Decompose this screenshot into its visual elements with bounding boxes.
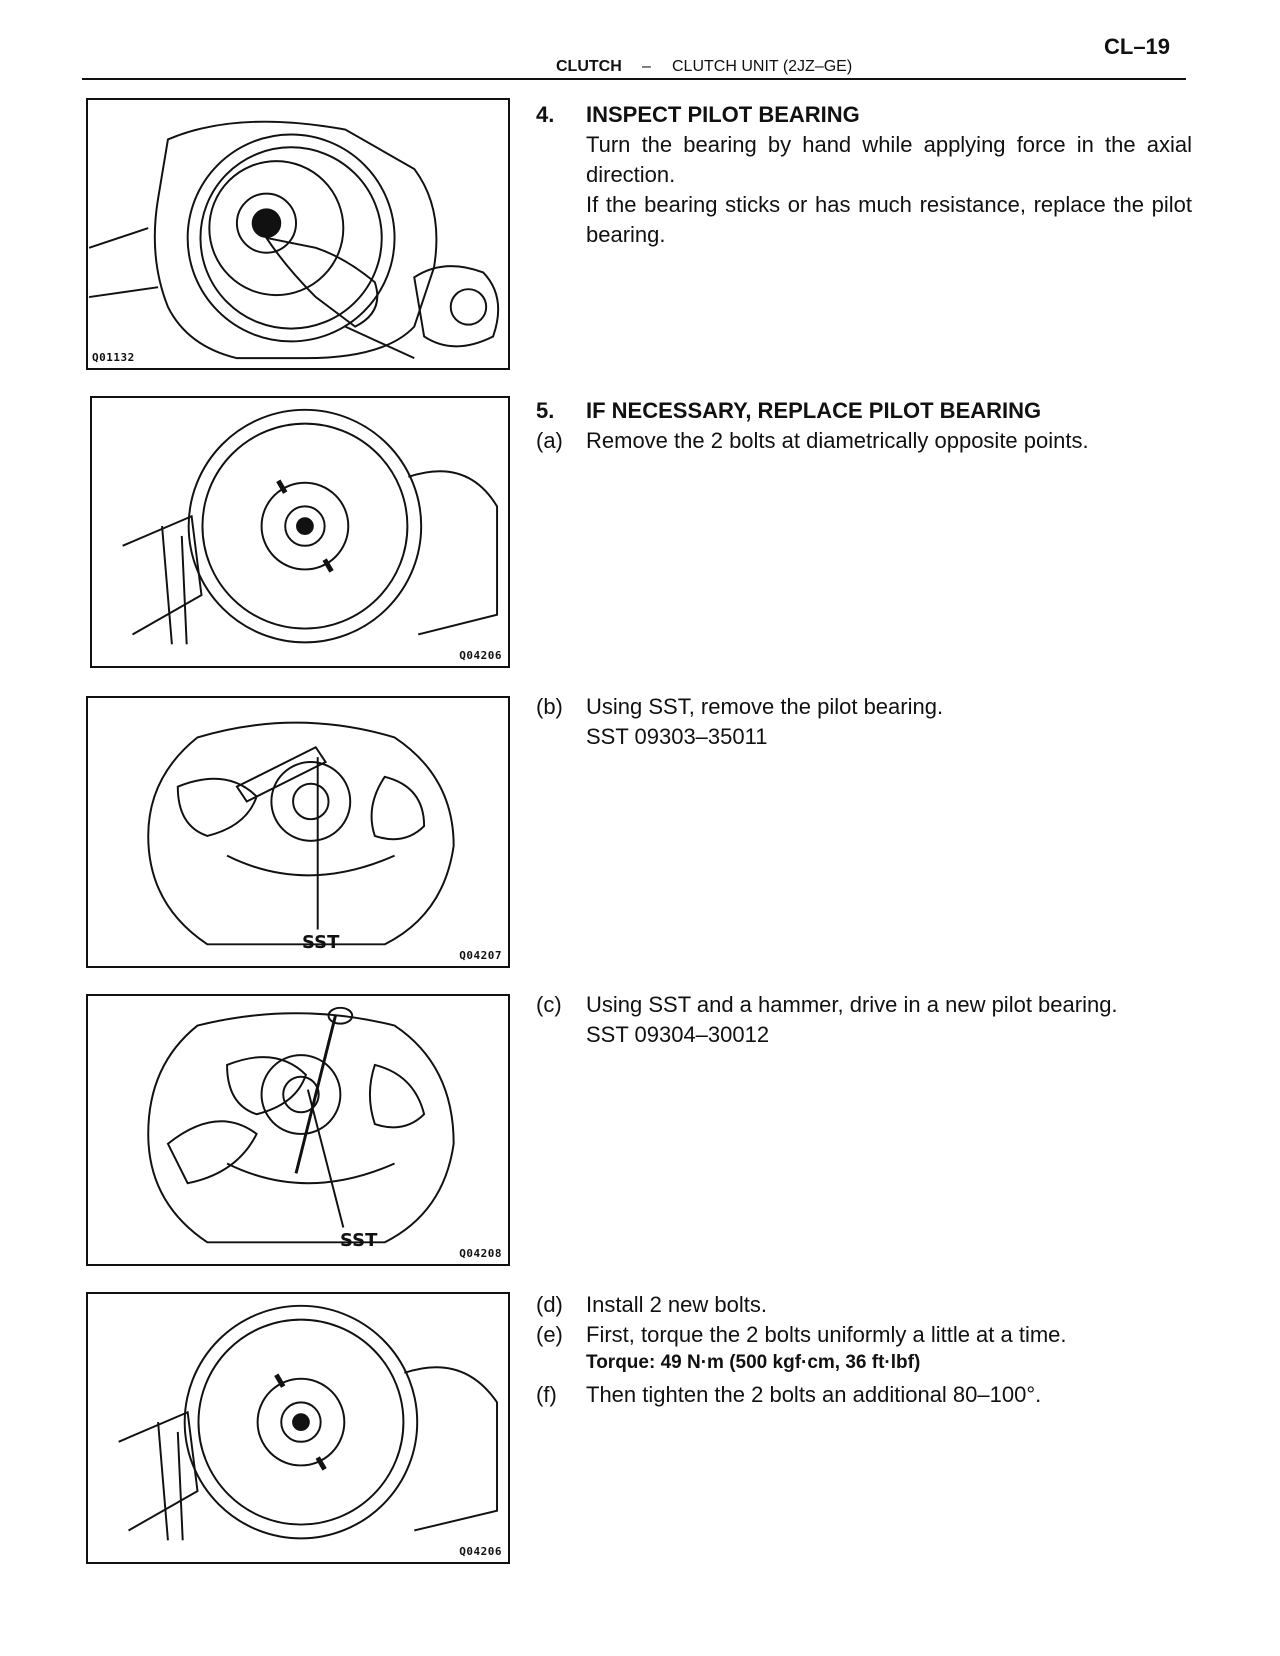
flywheel-hand-illustration — [88, 120, 500, 360]
sst-hammer-illustration — [147, 1006, 455, 1244]
flywheel-bolts-illustration — [122, 408, 499, 645]
step-title: IF NECESSARY, REPLACE PILOT BEARING — [586, 398, 1042, 423]
substep-marker: (b) — [536, 694, 563, 719]
substep-text: First, torque the 2 bolts uniformly a li… — [586, 1322, 1067, 1347]
figure-code: Q04208 — [459, 1247, 502, 1260]
step-number: 4. — [536, 102, 555, 127]
substep-text: Using SST, remove the pilot bearing. — [586, 694, 944, 719]
step-title: INSPECT PILOT BEARING — [586, 102, 860, 127]
sst-number: SST 09303–35011 — [586, 724, 768, 749]
substep-marker: (c) — [536, 992, 562, 1017]
substep-text: Using SST and a hammer, drive in a new p… — [586, 992, 1118, 1017]
substep-text: Install 2 new bolts. — [586, 1292, 767, 1317]
substep-marker: (a) — [536, 428, 563, 453]
figure-install-bolts: Q04206 — [86, 1292, 510, 1564]
figure-code: Q04206 — [459, 1545, 502, 1558]
figure-install-pilot-bearing: SST Q04208 — [86, 994, 510, 1266]
substep-marker: (d) — [536, 1292, 563, 1317]
figure-remove-bolts: Q04206 — [90, 396, 510, 668]
sst-puller-illustration — [147, 721, 455, 946]
sst-label: SST — [302, 932, 340, 953]
substep-text: Then tighten the 2 bolts an additional 8… — [586, 1382, 1042, 1407]
figure-code: Q04207 — [459, 949, 502, 962]
page-number: CL–19 — [1104, 34, 1171, 59]
step-text: Turn the bearing by hand while applying … — [586, 132, 1192, 187]
substep-marker: (e) — [536, 1322, 563, 1347]
figure-remove-pilot-bearing: SST Q04207 — [86, 696, 510, 968]
substep-marker: (f) — [536, 1382, 557, 1407]
flywheel-new-bolts-illustration — [118, 1304, 499, 1541]
header-rule — [82, 78, 1186, 80]
substep-text: Remove the 2 bolts at diametrically oppo… — [586, 428, 1089, 453]
sst-label: SST — [340, 1230, 378, 1251]
sst-number: SST 09304–30012 — [586, 1022, 770, 1047]
figure-inspect-pilot-bearing: Q01132 — [86, 98, 510, 370]
step-text: If the bearing sticks or has much resist… — [586, 192, 1192, 247]
header-subsection: CLUTCH UNIT (2JZ–GE) — [672, 58, 853, 75]
header-section: CLUTCH — [556, 58, 622, 75]
header-separator: – — [642, 58, 651, 75]
torque-spec: Torque: 49 N·m (500 kgf·cm, 36 ft·lbf) — [586, 1352, 921, 1373]
figure-code: Q01132 — [92, 351, 135, 364]
step-number: 5. — [536, 398, 555, 423]
figure-code: Q04206 — [459, 649, 502, 662]
